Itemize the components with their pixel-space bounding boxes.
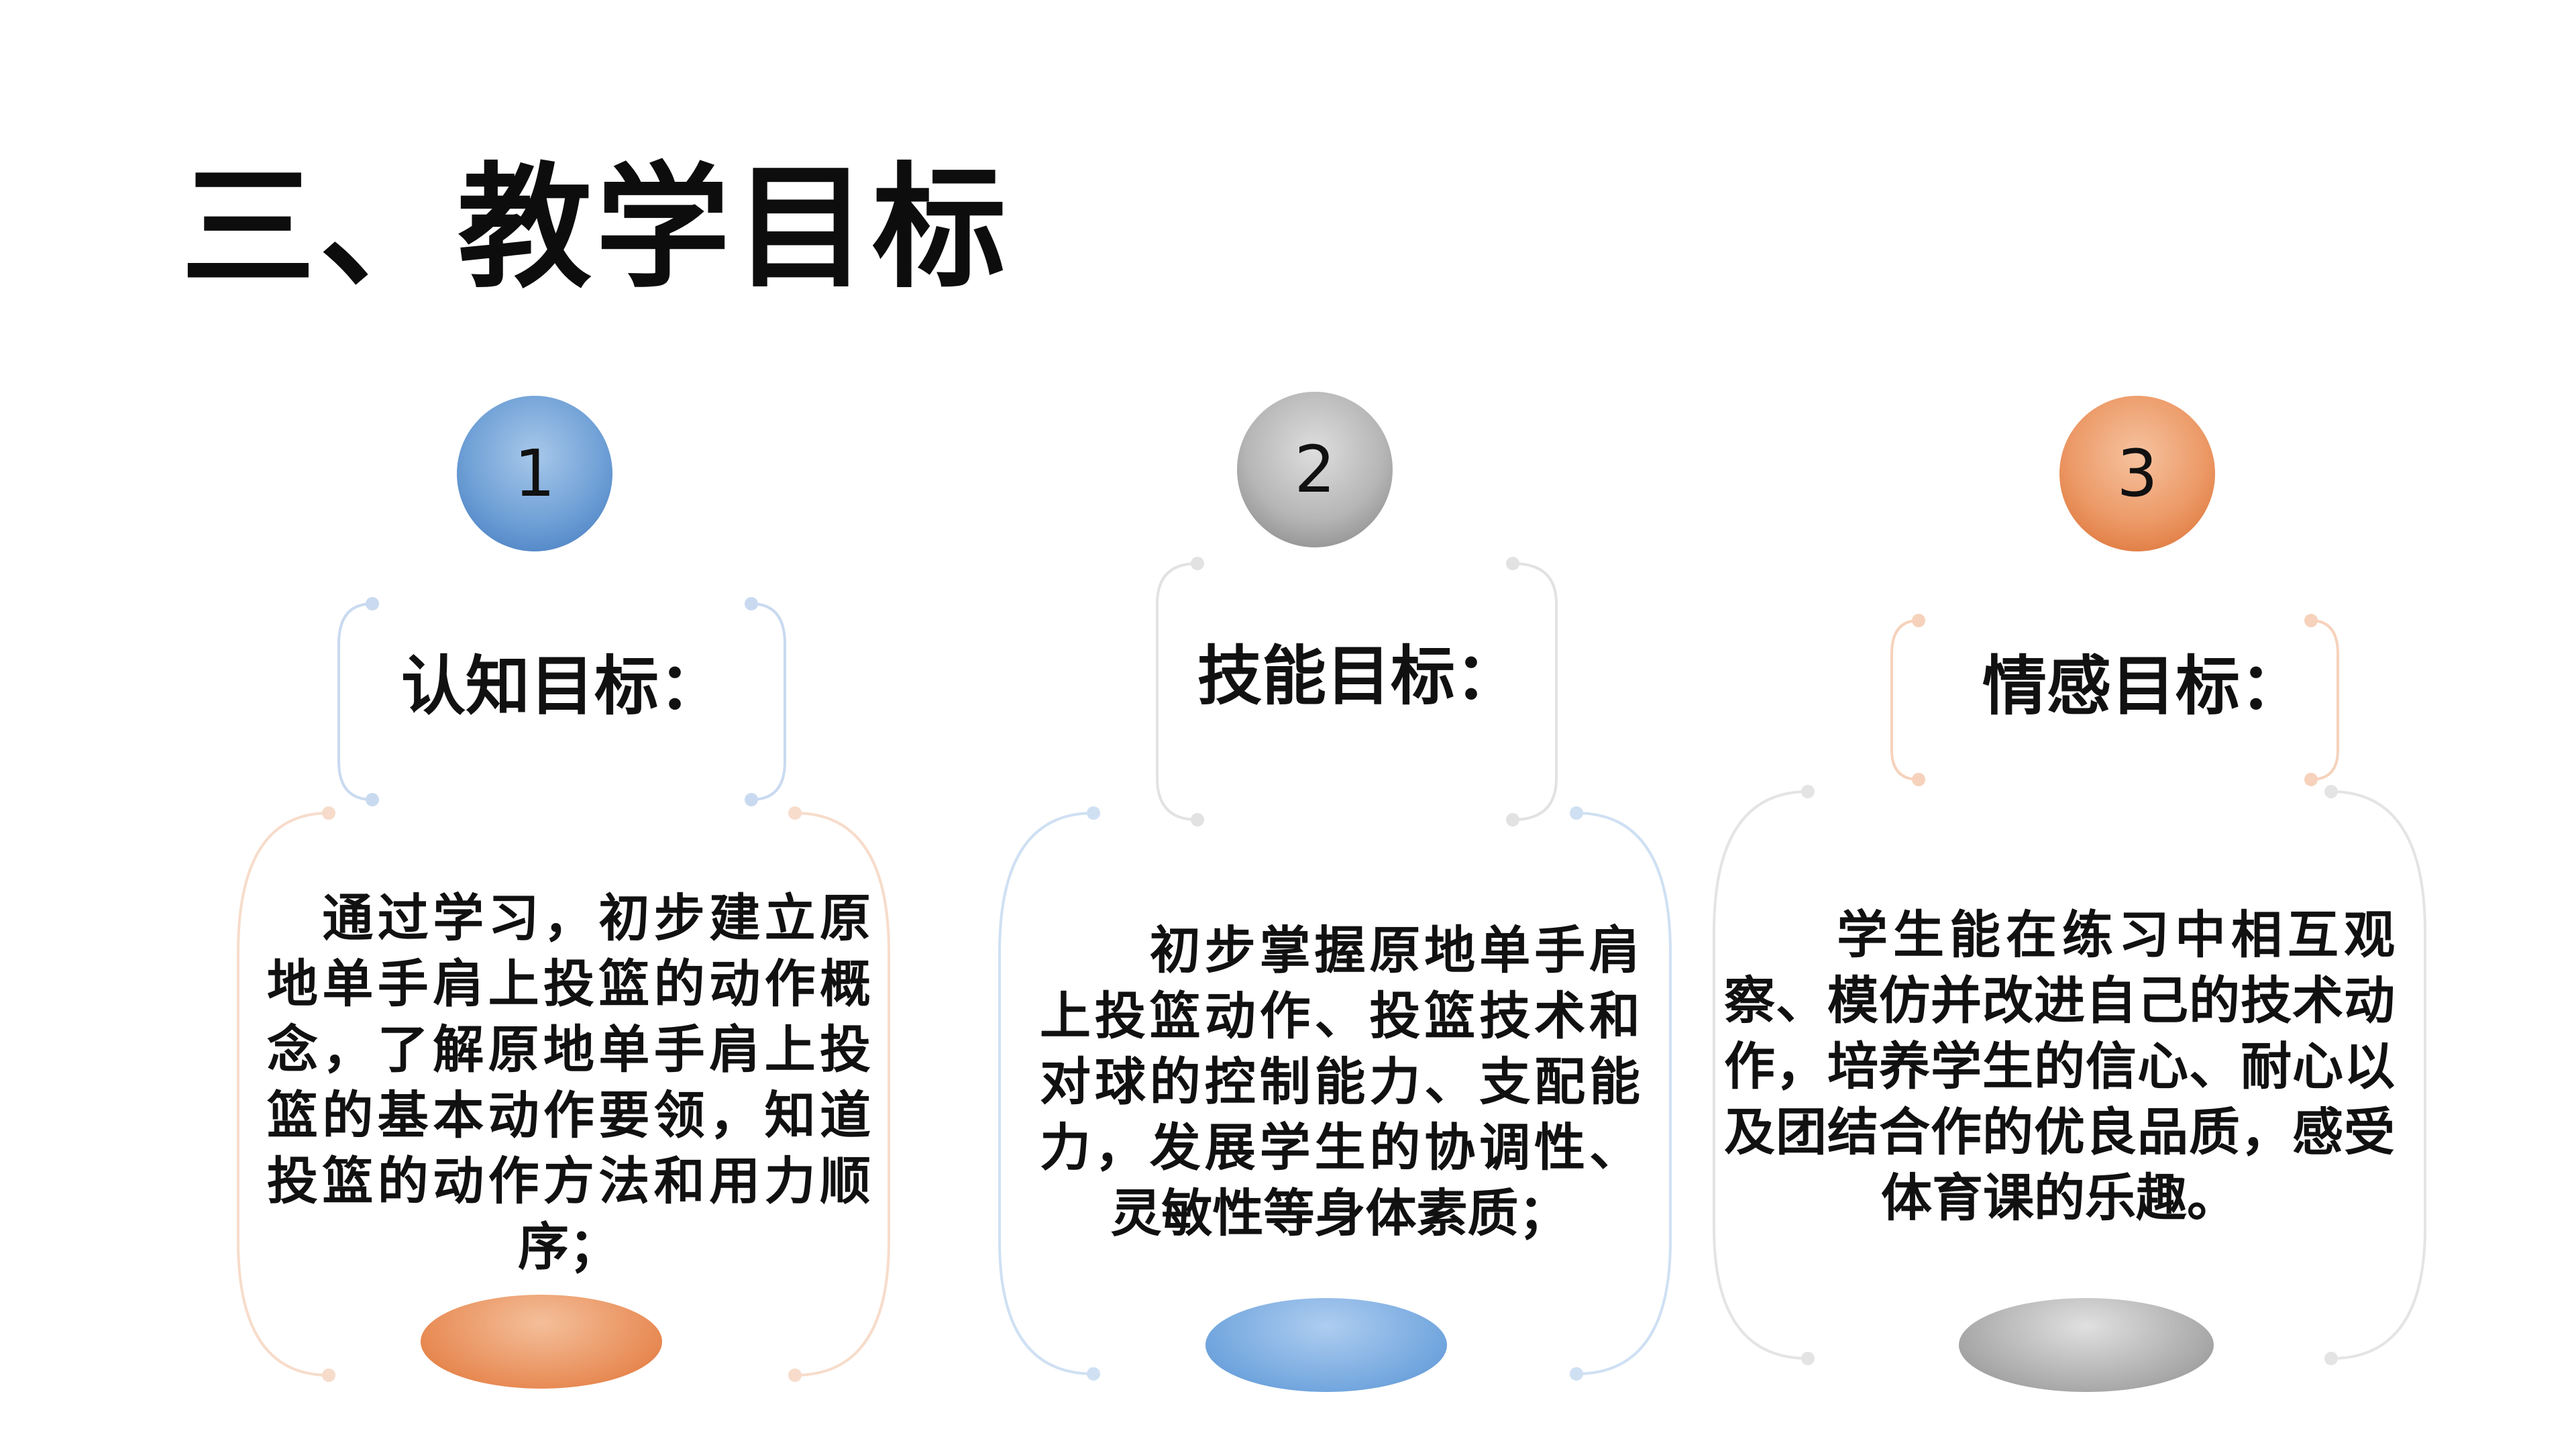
goal-1-text: 通过学习，初步建立原地单手肩上投篮的动作概念，了解原地单手肩上投篮的基本动作要领… — [267, 888, 871, 1277]
frame-label-2 — [1156, 562, 1558, 821]
goal-1-number-circle: 1 — [457, 396, 612, 551]
goal-1-label: 认知目标： — [401, 648, 723, 724]
goal-3-oval-decoration — [1959, 1298, 2214, 1392]
goal-3-text: 学生能在练习中相互观察、模仿并改进自己的技术动作，培养学生的信心、耐心以及团结合… — [1724, 905, 2395, 1228]
goal-3-number: 3 — [2116, 436, 2158, 511]
goal-2-oval-decoration — [1205, 1298, 1447, 1392]
frame-label-3 — [1890, 619, 2339, 781]
frame-body-1 — [237, 812, 890, 1377]
goal-1-number: 1 — [514, 436, 555, 511]
goal-2-label: 技能目标： — [1197, 638, 1519, 714]
slide-title: 三、教学目标 — [181, 149, 1011, 307]
goal-3-number-circle: 3 — [2059, 396, 2215, 551]
goal-2-text: 初步掌握原地单手肩上投篮动作、投篮技术和对球的控制能力、支配能力，发展学生的协调… — [1040, 920, 1640, 1243]
frame-label-1 — [337, 602, 786, 801]
frame-body-2 — [998, 812, 1672, 1375]
frame-body-3 — [1713, 790, 2426, 1360]
goal-2-number-circle: 2 — [1237, 392, 1393, 547]
goal-1-oval-decoration — [421, 1295, 662, 1389]
goal-2-number: 2 — [1294, 432, 1336, 507]
goal-3-label: 情感目标： — [1982, 648, 2304, 724]
